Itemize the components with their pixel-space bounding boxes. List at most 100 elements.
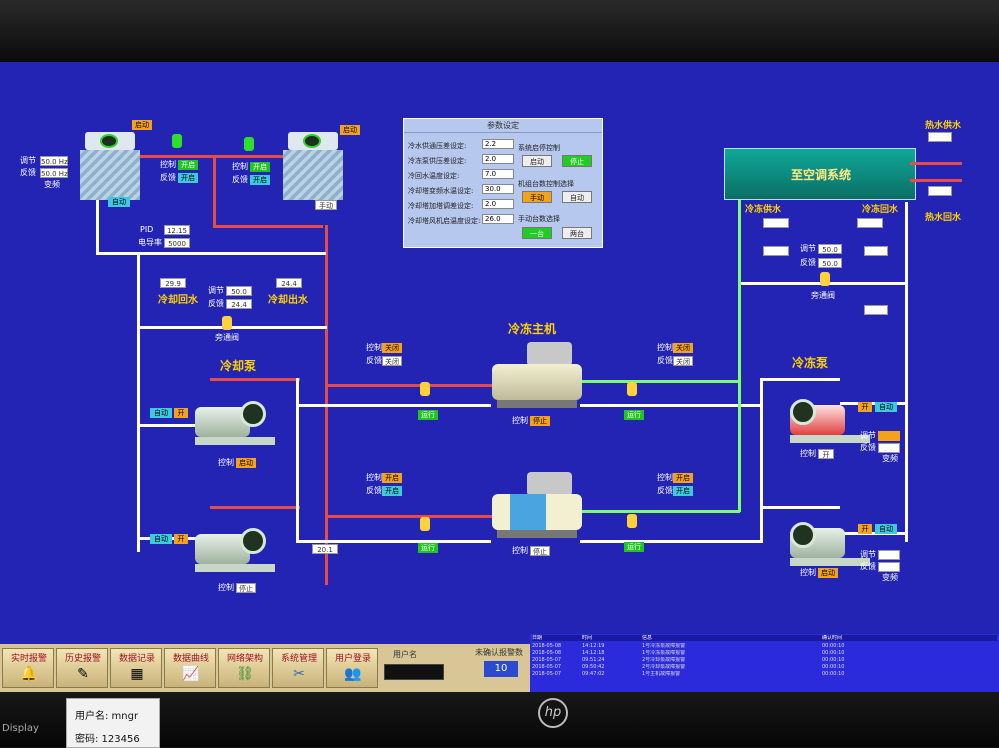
- username-field[interactable]: [384, 664, 444, 680]
- cooling-tower-1[interactable]: [80, 132, 140, 202]
- chiller2-flow-valve[interactable]: [420, 517, 430, 531]
- parameter-panel-title: 参数设定: [404, 119, 602, 133]
- toolbar-data-record[interactable]: 数据记录 ▦: [110, 648, 162, 688]
- valve1-feedback-status: 开启: [178, 173, 198, 183]
- tower-valve-1[interactable]: [172, 134, 182, 148]
- toolbar-realtime-alarm[interactable]: 实时报警 🔔: [2, 648, 54, 688]
- bottom-toolbar: 实时报警 🔔 历史报警 ✎ 数据记录 ▦ 数据曲线 📈 网络架构 ⛓ 系统管理 …: [0, 644, 530, 692]
- chiller-1[interactable]: [492, 342, 582, 412]
- cooling-pump2-auto[interactable]: 自动: [150, 534, 172, 544]
- tools-icon: ✂: [293, 666, 305, 682]
- count-two-button[interactable]: 两台: [562, 227, 592, 239]
- chiller-2[interactable]: [492, 472, 582, 542]
- param-tower-add-diff[interactable]: 2.0: [482, 199, 514, 209]
- cooling-return-temp: 29.9: [160, 278, 186, 288]
- alarm-list-header: 日期时间信息确认时间: [532, 635, 997, 641]
- chiller2-stop-status[interactable]: 停止: [530, 546, 550, 556]
- network-icon: ⛓: [236, 666, 254, 682]
- tower2-start-status[interactable]: 启动: [340, 125, 360, 135]
- pump-fan-icon: [790, 522, 816, 548]
- mode-auto-button[interactable]: 自动: [562, 191, 592, 203]
- cooling-pump-1[interactable]: [195, 397, 275, 447]
- valve1-open-status[interactable]: 开启: [178, 160, 198, 170]
- credentials-sticker: 用户名: mngr 密码: 123456: [66, 698, 160, 748]
- cooling-adjust-value[interactable]: 50.0: [226, 286, 252, 296]
- valve2-feedback-status: 开启: [250, 175, 270, 185]
- param-return-temp[interactable]: 7.0: [482, 169, 514, 179]
- cooling-pump1-start-status[interactable]: 启动: [236, 458, 256, 468]
- scada-screen: 至空调系统 启动 启动 调节 50.0 Hz 反馈 50.0 Hz: [0, 62, 999, 692]
- tower2-manual-button[interactable]: 手动: [315, 200, 337, 210]
- hot-return-label: 热水回水: [925, 213, 962, 223]
- user-icon: 👥: [344, 666, 362, 682]
- chill-pump1-on: 开: [858, 402, 872, 412]
- system-start-button[interactable]: 启动: [522, 155, 552, 167]
- tower1-start-status[interactable]: 启动: [132, 120, 152, 130]
- toolbar-data-curve[interactable]: 数据曲线 📈: [164, 648, 216, 688]
- pump-fan-icon: [790, 399, 816, 425]
- toolbar-network[interactable]: 网络架构 ⛓: [218, 648, 270, 688]
- chiller1-stop-status[interactable]: 停止: [530, 416, 550, 426]
- chill-pump1-adjust[interactable]: [878, 431, 900, 441]
- cooling-tower-2[interactable]: [283, 132, 343, 202]
- chill-pump2-auto[interactable]: 自动: [875, 524, 897, 534]
- chilled-valve1-close-status[interactable]: 关闭: [673, 343, 693, 353]
- chill-supply-temp: [763, 218, 789, 228]
- tower-adjust-label: 调节: [20, 156, 36, 165]
- cooling-pump2-on: 开: [174, 534, 188, 544]
- cooling-out-temp: 24.4: [276, 278, 302, 288]
- hot-return-temp: [928, 186, 952, 196]
- toolbar-system-manage[interactable]: 系统管理 ✂: [272, 648, 324, 688]
- cooling-bypass-valve[interactable]: [222, 316, 232, 330]
- valve2-open-status[interactable]: 开启: [250, 162, 270, 172]
- chilled-valve1-running: 运行: [624, 410, 644, 420]
- chiller2-valve-open-status[interactable]: 开启: [382, 473, 402, 483]
- toolbar-history-alarm[interactable]: 历史报警 ✎: [56, 648, 108, 688]
- param-chilled-supply-diff[interactable]: 2.2: [482, 139, 514, 149]
- tower1-auto-button[interactable]: 自动: [108, 197, 130, 207]
- chill-pump2-start-status[interactable]: 启动: [818, 568, 838, 578]
- chiller1-valve-close-status[interactable]: 关闭: [382, 343, 402, 353]
- chill-supply-label: 冷冻供水: [745, 205, 782, 215]
- power-label: 电导率: [138, 238, 162, 247]
- cooling-pump1-auto[interactable]: 自动: [150, 408, 172, 418]
- chill-supply-pressure: [763, 246, 789, 256]
- system-stop-button[interactable]: 停止: [562, 155, 592, 167]
- chilled-valve-2[interactable]: [627, 514, 637, 528]
- bypass-reading: 20.1: [312, 544, 338, 554]
- chill-pump1-auto[interactable]: 自动: [875, 402, 897, 412]
- power-value: 5000: [164, 238, 190, 248]
- chill-bypass-valve[interactable]: [820, 272, 830, 286]
- chill-pump2-adjust[interactable]: [878, 550, 900, 560]
- param-tower-freq-temp[interactable]: 30.0: [482, 184, 514, 194]
- tower-fan-icon: [100, 134, 118, 148]
- tower-freq-label: 变频: [44, 180, 60, 189]
- param-chill-pump-diff[interactable]: 2.0: [482, 154, 514, 164]
- param-tower-fan-temp[interactable]: 26.0: [482, 214, 514, 224]
- chill-pump-2[interactable]: [790, 518, 870, 568]
- tower-valve-2[interactable]: [244, 137, 254, 151]
- chiller1-flow-valve[interactable]: [420, 382, 430, 396]
- count-one-button[interactable]: 一台: [522, 227, 552, 239]
- history-icon: ✎: [77, 666, 89, 682]
- tower-adjust-value[interactable]: 50.0 Hz: [40, 156, 68, 166]
- chilled-valve-1[interactable]: [627, 382, 637, 396]
- chill-adjust-value[interactable]: 50.0: [818, 244, 842, 254]
- cooling-pump2-stop-status[interactable]: 停止: [236, 583, 256, 593]
- grid-icon: ▦: [130, 666, 144, 682]
- cooling-pump-2[interactable]: [195, 524, 275, 574]
- mode-manual-button[interactable]: 手动: [522, 191, 552, 203]
- chill-return-pressure: [864, 246, 888, 256]
- chill-pump1-control[interactable]: 开: [818, 449, 834, 459]
- chilled-valve2-open-status[interactable]: 开启: [673, 473, 693, 483]
- cooling-pump-title: 冷却泵: [220, 359, 257, 373]
- chiller2-valve-feedback: 开启: [382, 486, 402, 496]
- toolbar-user-login[interactable]: 用户登录 👥: [326, 648, 378, 688]
- chill-pump-1[interactable]: [790, 395, 870, 445]
